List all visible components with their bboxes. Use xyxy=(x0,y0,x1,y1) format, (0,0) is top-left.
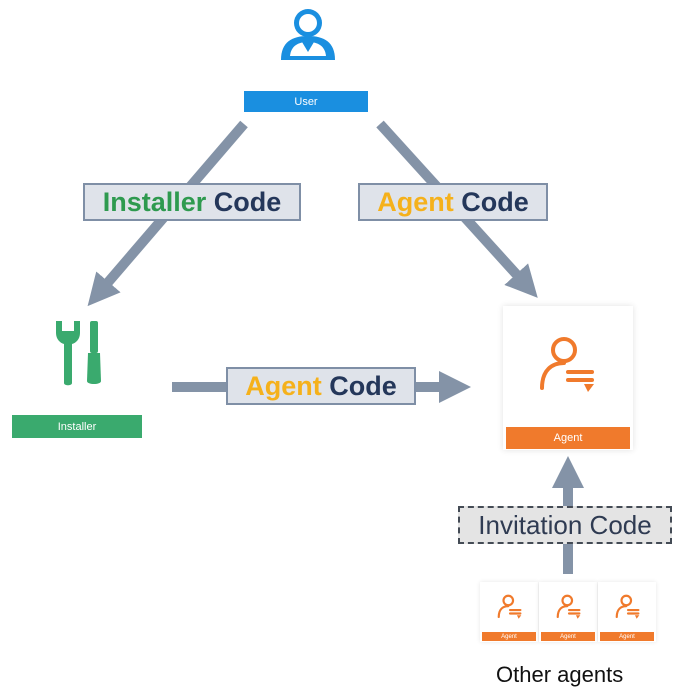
agent-code-label-top: Agent Code xyxy=(358,183,548,221)
other-agent-label: Agent xyxy=(541,632,595,641)
agent-transfer-icon xyxy=(497,594,522,619)
agent-code-mid-suffix: Code xyxy=(321,370,397,401)
installer-node: Installer xyxy=(12,315,142,441)
other-agent-label: Agent xyxy=(600,632,654,641)
other-agents-group: Agent Agent Agent xyxy=(480,582,656,644)
user-node: User xyxy=(240,6,372,114)
agent-code-label-middle: Agent Code xyxy=(226,367,416,405)
invitation-code-label: Invitation Code xyxy=(458,506,672,544)
agent-node: Agent xyxy=(503,306,633,450)
agent-code-mid-prefix: Agent xyxy=(245,370,322,401)
other-agent-card: Agent xyxy=(539,582,597,642)
other-agents-caption: Other agents xyxy=(496,662,624,687)
other-agent-label: Agent xyxy=(482,632,536,641)
agent-transfer-icon xyxy=(556,594,581,619)
user-label: User xyxy=(244,91,368,112)
installer-label: Installer xyxy=(12,415,142,438)
user-icon xyxy=(281,9,335,60)
invitation-code-text: Invitation Code xyxy=(478,509,652,540)
other-agent-card: Agent xyxy=(480,582,538,642)
agent-label: Agent xyxy=(506,427,630,449)
installer-code-prefix: Installer xyxy=(102,186,207,217)
agent-code-top-prefix: Agent xyxy=(377,186,454,217)
agent-transfer-icon xyxy=(615,594,640,619)
installer-code-suffix: Code xyxy=(206,186,282,217)
wrench-screwdriver-icon xyxy=(56,321,101,386)
agent-transfer-icon xyxy=(540,337,594,392)
agent-code-top-suffix: Code xyxy=(453,186,529,217)
installer-code-label: Installer Code xyxy=(83,183,301,221)
other-agent-card: Agent xyxy=(598,582,656,642)
